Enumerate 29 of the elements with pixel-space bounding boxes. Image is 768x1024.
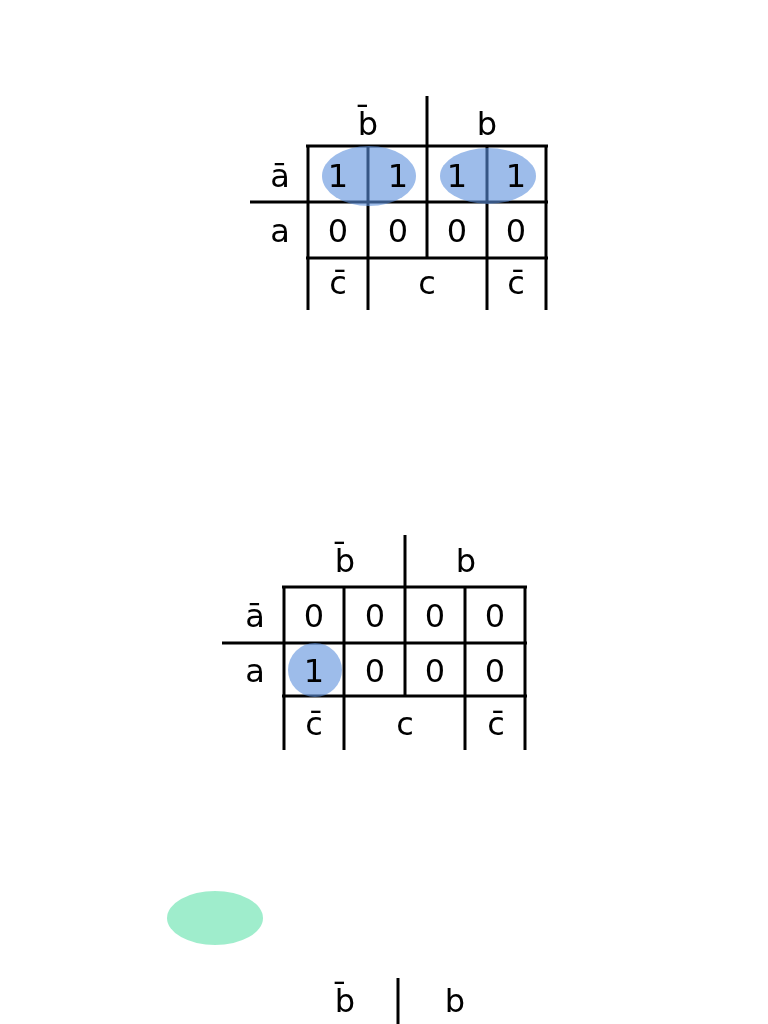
column-label: c̄	[305, 708, 323, 740]
cell-value: 0	[327, 215, 349, 247]
cell-value: 1	[387, 160, 409, 192]
column-header: b	[455, 545, 477, 577]
cell-value: 0	[387, 215, 409, 247]
cell-value: 0	[484, 600, 506, 632]
column-header: b	[444, 985, 466, 1017]
column-label: c	[396, 708, 414, 740]
cell-value: 0	[424, 655, 446, 687]
column-label: c	[418, 267, 436, 299]
cell-value: 0	[424, 600, 446, 632]
cell-value: 0	[505, 215, 527, 247]
row-header: ā	[270, 160, 290, 192]
cell-value: 1	[446, 160, 468, 192]
cell-value: 0	[364, 600, 386, 632]
column-label: c̄	[329, 267, 347, 299]
column-label: c̄	[487, 708, 505, 740]
row-header: a	[245, 655, 265, 687]
cell-value: 0	[446, 215, 468, 247]
cell-value: 1	[505, 160, 527, 192]
cell-value: 1	[303, 655, 325, 687]
cell-value: 1	[327, 160, 349, 192]
column-label: c̄	[507, 267, 525, 299]
row-header: a	[270, 215, 290, 247]
cell-value: 0	[364, 655, 386, 687]
row-header: ā	[245, 600, 265, 632]
cell-value: 0	[484, 655, 506, 687]
cell-value: 0	[303, 600, 325, 632]
column-header: b	[476, 108, 498, 140]
